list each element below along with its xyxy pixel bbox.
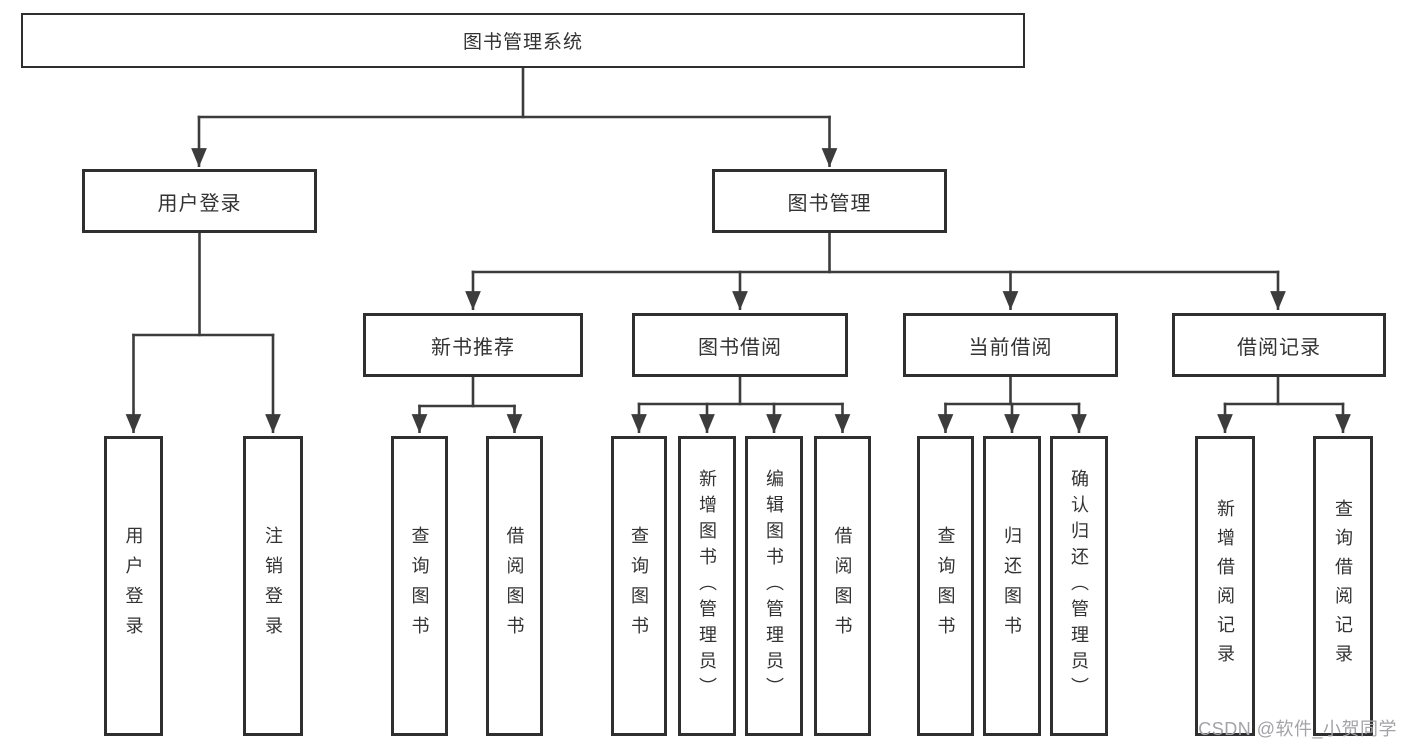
node-label: 图书管理 <box>787 192 872 215</box>
leaf-logout: 注销登录 <box>243 436 303 736</box>
leaf-label: 新增借阅记录 <box>1215 499 1235 673</box>
node-book-management: 图书管理 <box>712 169 947 233</box>
leaf-label: 借阅图书 <box>832 526 853 646</box>
node-label: 新书推荐 <box>431 336 515 359</box>
leaf-label: 查询图书 <box>629 526 649 646</box>
node-label: 借阅记录 <box>1237 336 1321 359</box>
leaf-borrow-books-nb: 借阅图书 <box>486 436 543 736</box>
leaf-borrow-books-bb: 借阅图书 <box>814 436 871 736</box>
leaf-query-books-bb: 查询图书 <box>611 436 667 736</box>
leaf-label: 新增图书（管理员） <box>697 469 717 703</box>
leaf-label: 注销登录 <box>263 526 283 646</box>
node-borrowing-records: 借阅记录 <box>1172 313 1386 377</box>
node-label: 图书借阅 <box>698 336 782 359</box>
leaf-label: 编辑图书（管理员） <box>764 469 784 703</box>
node-new-book-recommendation: 新书推荐 <box>363 313 583 377</box>
leaf-user-login: 用户登录 <box>104 436 163 736</box>
leaf-label: 归还图书 <box>1002 526 1022 646</box>
leaf-return-books: 归还图书 <box>983 436 1041 736</box>
leaf-query-borrow-record: 查询借阅记录 <box>1313 436 1373 736</box>
leaf-label: 确认归还（管理员） <box>1069 469 1089 703</box>
leaf-label: 查询借阅记录 <box>1333 499 1353 673</box>
csdn-watermark: CSDN @软件_小贺同学 <box>1198 719 1397 739</box>
leaf-confirm-return-admin: 确认归还（管理员） <box>1050 436 1108 736</box>
leaf-label: 查询图书 <box>409 526 430 646</box>
leaf-add-books-admin: 新增图书（管理员） <box>678 436 736 736</box>
leaf-query-books-cb: 查询图书 <box>917 436 974 736</box>
leaf-edit-books-admin: 编辑图书（管理员） <box>745 436 803 736</box>
leaf-label: 借阅图书 <box>504 526 525 646</box>
leaf-label: 查询图书 <box>935 526 956 646</box>
node-user-login: 用户登录 <box>82 169 317 233</box>
leaf-query-books-nb: 查询图书 <box>391 436 448 736</box>
node-label: 图书管理系统 <box>462 32 583 53</box>
leaf-label: 用户登录 <box>123 526 144 646</box>
leaf-add-borrow-record: 新增借阅记录 <box>1195 436 1255 736</box>
node-library-management-system: 图书管理系统 <box>21 13 1025 68</box>
node-book-borrowing: 图书借阅 <box>632 313 848 377</box>
node-label: 用户登录 <box>157 192 242 215</box>
node-current-borrowing: 当前借阅 <box>903 313 1118 377</box>
node-label: 当前借阅 <box>968 336 1053 359</box>
